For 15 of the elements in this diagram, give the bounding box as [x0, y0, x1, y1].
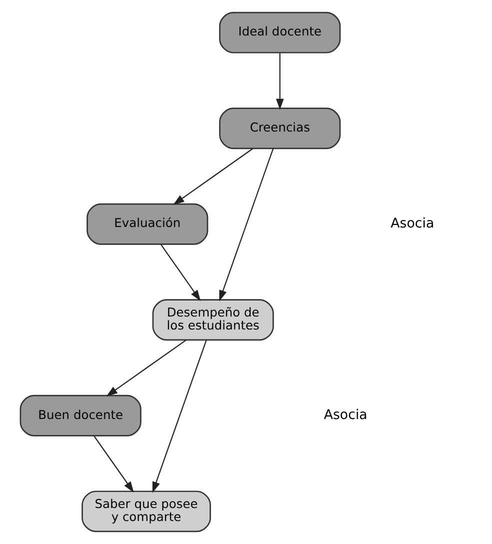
node-box: Ideal docente: [218, 12, 340, 54]
arrow: [218, 148, 274, 302]
label: Asocia: [323, 408, 367, 424]
arrow: [172, 148, 253, 205]
arrow: [276, 53, 284, 110]
arrow: [93, 436, 134, 493]
node-box: Buen docente: [19, 394, 141, 436]
node-box: Desempeño de los estudiantes: [152, 299, 274, 341]
label: Asocia: [390, 216, 434, 232]
node-box: Saber que posee y comparte: [81, 490, 210, 532]
arrow: [106, 340, 186, 396]
arrow: [160, 244, 200, 302]
node-box: Creencias: [218, 108, 340, 150]
node-box: Evaluación: [86, 203, 208, 245]
arrow: [152, 340, 206, 493]
